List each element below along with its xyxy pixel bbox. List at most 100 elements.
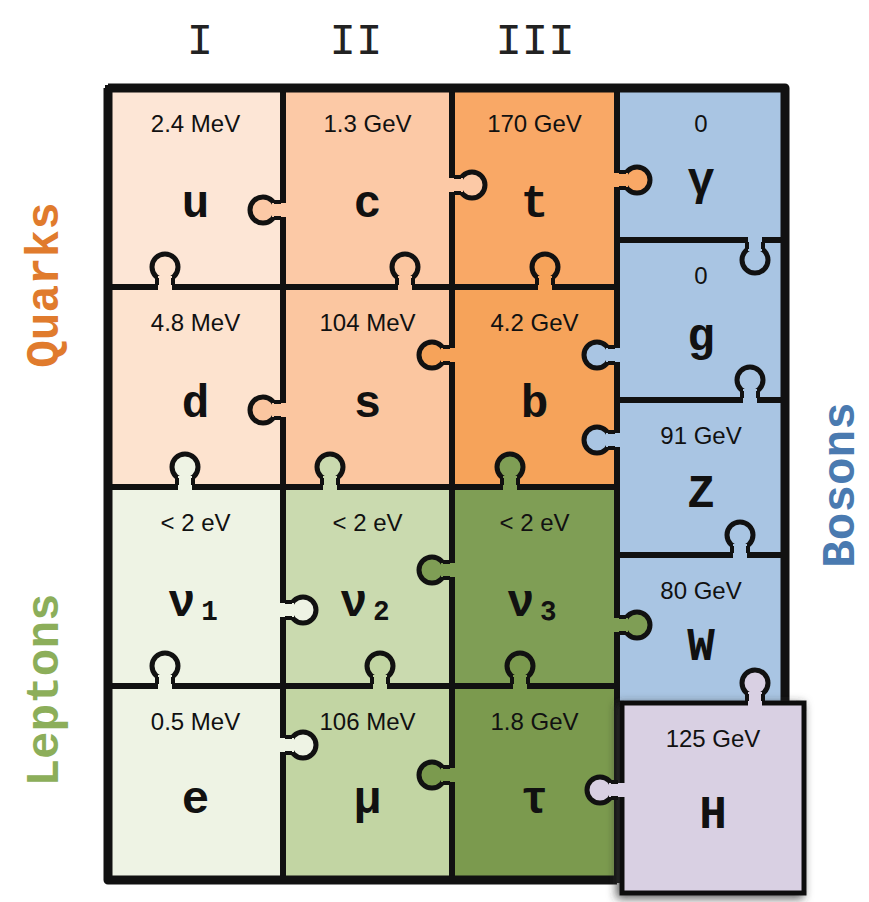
puzzle-tab <box>611 612 650 638</box>
boson-piece: 80 GeVW <box>623 561 779 699</box>
particle-symbol: ν₃ <box>507 537 562 680</box>
higgs-piece: 125 GeVH <box>628 709 798 887</box>
puzzle-tab <box>419 557 458 583</box>
puzzle-tab <box>611 167 650 193</box>
mass-value: 104 MeV <box>319 309 415 337</box>
lepton-piece: < 2 eVν₃ <box>458 493 611 680</box>
particle-symbol: b <box>521 337 549 481</box>
quark-piece: 1.3 GeVc <box>289 94 446 281</box>
piece-border <box>617 240 785 400</box>
piece-border <box>617 555 785 705</box>
puzzle-tab <box>367 653 393 692</box>
puzzle-tab <box>152 653 178 692</box>
particle-symbol: e <box>182 736 210 874</box>
piece-fill <box>108 686 283 880</box>
mass-value: 91 GeV <box>660 422 741 450</box>
piece-fill <box>283 686 452 880</box>
piece-fill <box>108 88 283 287</box>
lepton-piece: < 2 eVν₁ <box>114 493 277 680</box>
piece-border <box>617 400 785 555</box>
piece-fill <box>617 400 785 555</box>
generation-label: II <box>330 20 383 64</box>
puzzle-tab <box>497 454 523 493</box>
piece-border <box>617 88 785 240</box>
particle-symbol: t <box>521 138 549 281</box>
puzzle-tab <box>737 367 763 406</box>
piece-border <box>108 487 283 686</box>
higgs-piece <box>622 703 804 893</box>
boson-piece: 91 GeVZ <box>623 406 779 549</box>
mass-value: 1.8 GeV <box>490 708 578 736</box>
particle-symbol: c <box>354 138 382 281</box>
piece-fill <box>617 240 785 400</box>
piece-border <box>283 88 452 287</box>
piece-fill <box>452 287 617 487</box>
puzzle-tab <box>392 254 418 293</box>
puzzle-tab <box>727 522 753 561</box>
mass-value: < 2 eV <box>332 509 402 537</box>
group-label: Quarks <box>23 202 69 368</box>
puzzle-tab <box>742 670 768 709</box>
piece-border <box>283 287 452 487</box>
mass-value: < 2 eV <box>499 509 569 537</box>
mass-value: 80 GeV <box>660 577 741 605</box>
mass-value: 2.4 MeV <box>151 110 240 138</box>
mass-value: 125 GeV <box>666 725 761 753</box>
piece-fill <box>283 487 452 686</box>
piece-border <box>283 686 452 880</box>
piece-fill <box>452 686 617 880</box>
piece-border <box>108 287 283 487</box>
particle-symbol: W <box>687 605 715 699</box>
puzzle-tab <box>584 342 623 368</box>
piece-fill <box>108 287 283 487</box>
mass-value: 4.8 MeV <box>151 309 240 337</box>
particle-symbol: ν₁ <box>168 537 223 680</box>
generation-label: III <box>495 20 574 64</box>
puzzle-tab <box>587 777 626 803</box>
group-label: Leptons <box>23 593 69 786</box>
puzzle-tab <box>250 197 289 223</box>
lepton-piece: 0.5 MeVe <box>114 692 277 874</box>
piece-border <box>452 287 617 487</box>
quark-piece: 4.8 MeVd <box>114 293 277 481</box>
mass-value: 106 MeV <box>319 708 415 736</box>
puzzle-tab <box>532 254 558 293</box>
puzzle-tab <box>172 454 198 493</box>
quark-piece: 170 GeVt <box>458 94 611 281</box>
particle-symbol: d <box>182 337 210 481</box>
puzzle-tab <box>584 427 623 453</box>
particle-symbol: s <box>354 337 382 481</box>
particle-symbol: u <box>182 138 210 281</box>
piece-border <box>452 487 617 686</box>
group-label: Bosons <box>819 402 865 568</box>
puzzle-tab <box>277 732 316 758</box>
particle-symbol: γ <box>687 138 715 234</box>
particle-symbol: Z <box>687 450 715 549</box>
puzzle-tab <box>446 172 485 198</box>
particle-symbol: τ <box>521 736 549 874</box>
piece-fill <box>617 88 785 240</box>
quark-piece: 2.4 MeVu <box>114 94 277 281</box>
puzzle-tab <box>277 597 316 623</box>
lepton-piece: 1.8 GeVτ <box>458 692 611 874</box>
puzzle-tab <box>742 234 768 273</box>
piece-border <box>283 487 452 686</box>
puzzle-tab <box>419 762 458 788</box>
generation-label: I <box>187 20 213 64</box>
piece-fill <box>283 287 452 487</box>
piece-border <box>452 686 617 880</box>
boson-piece: 0γ <box>623 94 779 234</box>
mass-value: < 2 eV <box>160 509 230 537</box>
puzzle-tab <box>507 653 533 692</box>
quark-piece: 104 MeVs <box>289 293 446 481</box>
piece-fill <box>283 88 452 287</box>
mass-value: 1.3 GeV <box>323 110 411 138</box>
piece-border <box>452 88 617 287</box>
piece-border <box>108 686 283 880</box>
puzzle-tab <box>152 254 178 293</box>
piece-fill <box>452 487 617 686</box>
mass-value: 0 <box>694 110 707 138</box>
puzzle-tab <box>419 342 458 368</box>
